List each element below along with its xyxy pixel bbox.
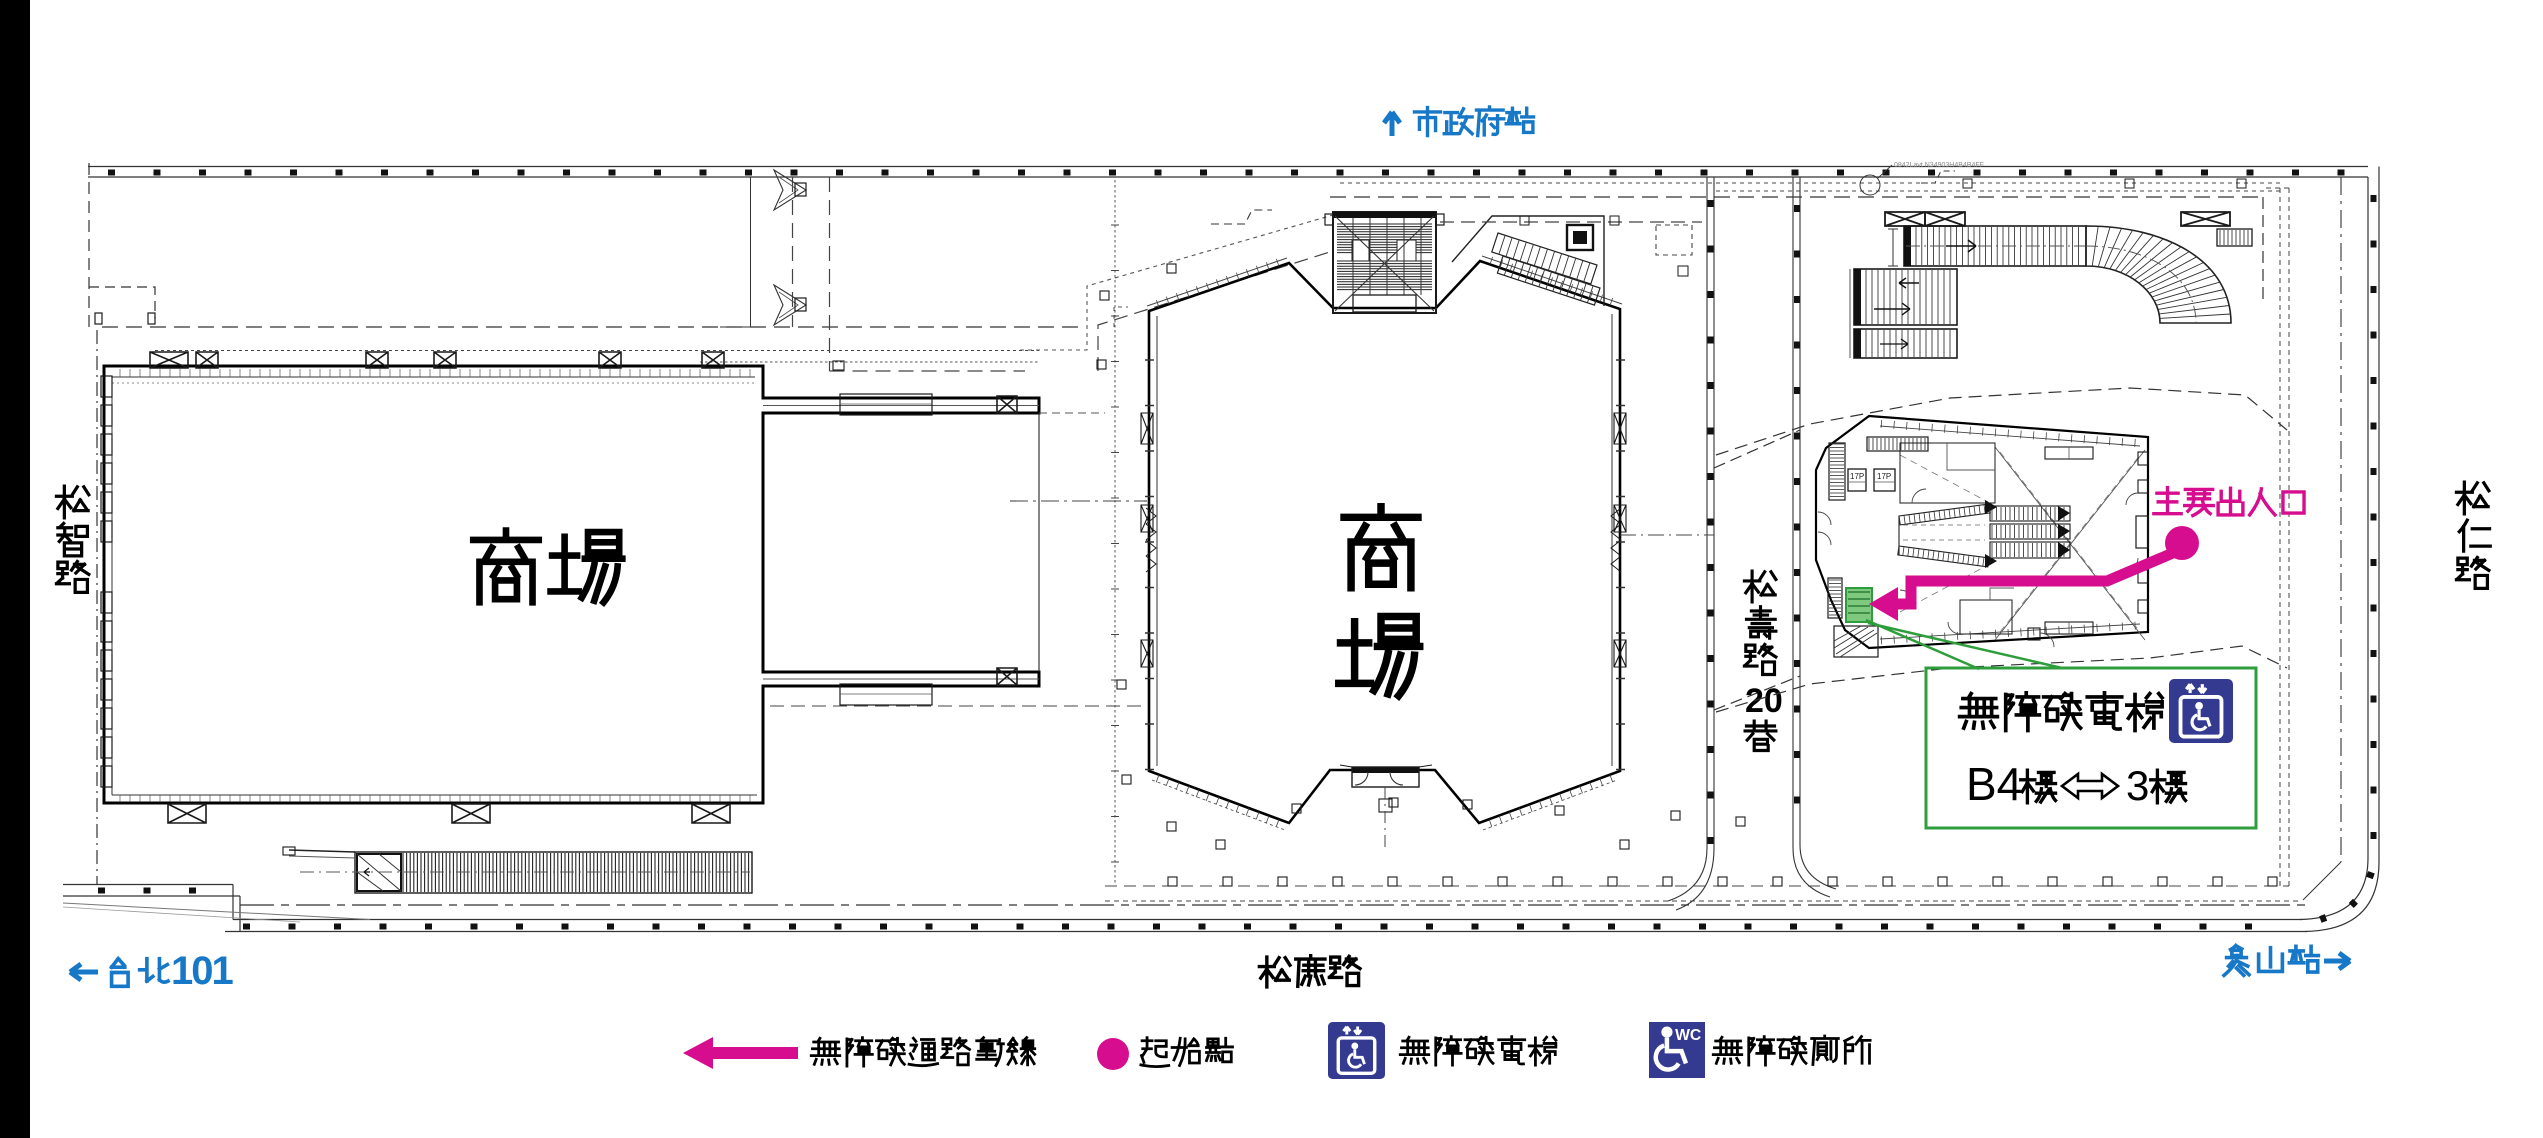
svg-text:17P: 17P: [1877, 472, 1891, 481]
svg-text:17P: 17P: [1850, 472, 1864, 481]
svg-text:B4: B4: [1966, 758, 2022, 810]
svg-text:101: 101: [171, 949, 233, 993]
svg-text:WC: WC: [1675, 1027, 1701, 1044]
svg-text:3: 3: [2126, 762, 2149, 809]
svg-text:0842Lavt N34903H4B4B4FF: 0842Lavt N34903H4B4B4FF: [1894, 162, 1984, 169]
svg-text:20: 20: [1745, 682, 1783, 720]
